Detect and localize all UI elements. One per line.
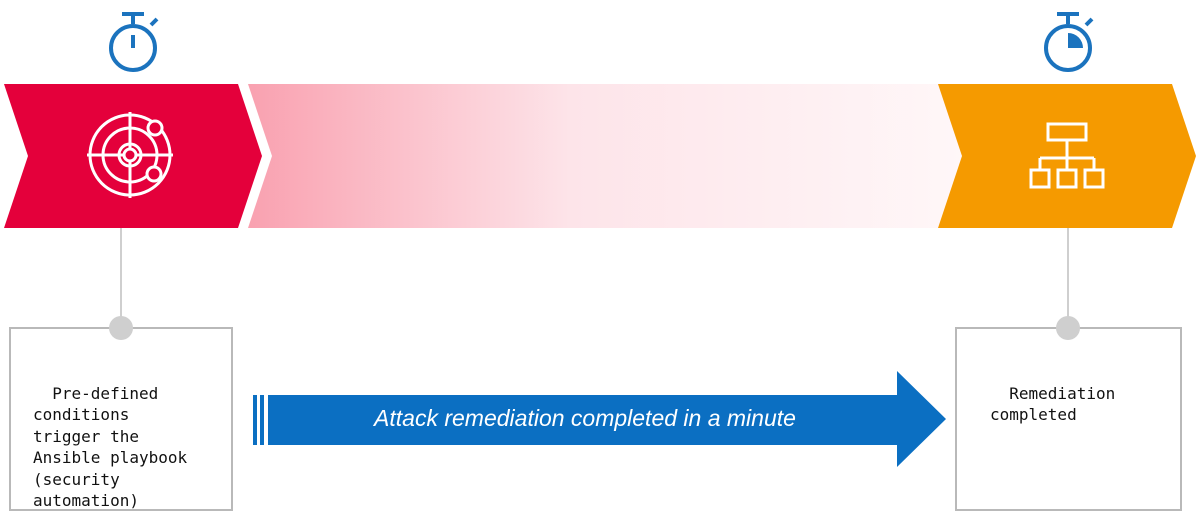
start-description-box: Pre-defined conditions trigger the Ansib…: [9, 327, 233, 511]
duration-arrow: [253, 371, 946, 467]
end-description-text: Remediation completed: [990, 383, 1116, 425]
radar-target-icon: [87, 112, 173, 198]
start-description-text: Pre-defined conditions trigger the Ansib…: [33, 383, 188, 511]
stopwatch-elapsed-icon: [1044, 12, 1094, 72]
end-description-box: Remediation completed: [955, 327, 1182, 511]
duration-arrow-label: Attack remediation completed in a minute: [374, 405, 796, 431]
hierarchy-org-chart-icon: [1029, 122, 1105, 189]
transition-gradient-chevron: [248, 84, 963, 228]
stopwatch-icon: [109, 12, 159, 72]
